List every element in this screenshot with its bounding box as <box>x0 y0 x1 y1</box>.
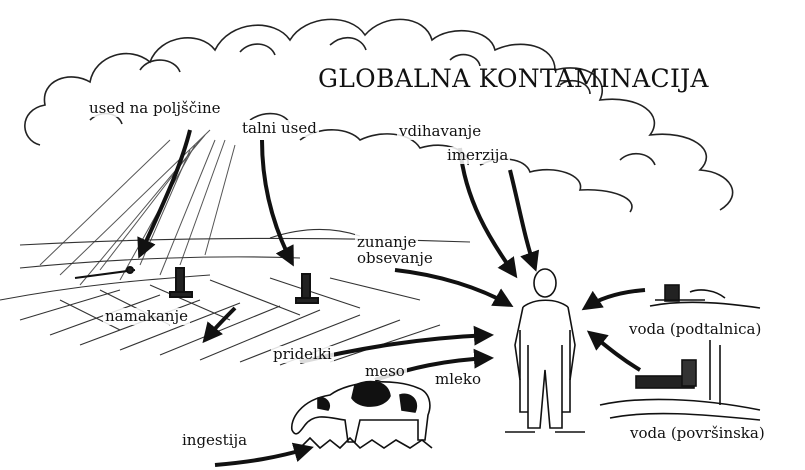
label-deposit-crops: used na poljščine <box>87 100 223 117</box>
cow <box>292 382 432 448</box>
arrow-ingestion <box>215 448 310 465</box>
pump-surface-water <box>600 340 760 420</box>
label-immersion: imerzija <box>445 147 510 164</box>
label-external-line2: obsevanje <box>355 250 435 267</box>
label-ingestion: ingestija <box>180 432 249 449</box>
arrow-groundwater <box>585 290 645 308</box>
label-ground-deposit: talni used <box>240 120 319 137</box>
label-surface-water: voda (površinska) <box>628 425 767 442</box>
label-meat: meso <box>363 363 407 380</box>
diagram-title: GLOBALNA KONTAMINACIJA <box>318 64 709 93</box>
label-crops: pridelki <box>271 346 334 363</box>
label-groundwater: voda (podtalnica) <box>627 321 763 338</box>
label-milk: mleko <box>433 371 483 388</box>
well-groundwater <box>650 285 760 308</box>
arrow-deposit-crops <box>140 130 190 255</box>
arrow-surface-water <box>590 333 640 370</box>
label-irrigation: namakanje <box>103 308 190 325</box>
arrow-ground-deposit <box>262 140 292 263</box>
person <box>505 269 585 432</box>
sprinkler-left <box>75 267 192 297</box>
label-inhalation: vdihavanje <box>397 123 483 140</box>
arrow-external <box>395 270 510 305</box>
arrow-immersion <box>510 170 535 268</box>
fallout-streaks <box>40 130 235 285</box>
sprinkler-right <box>296 274 318 303</box>
arrow-irrigation <box>205 308 235 340</box>
arrow-inhalation <box>460 148 515 275</box>
